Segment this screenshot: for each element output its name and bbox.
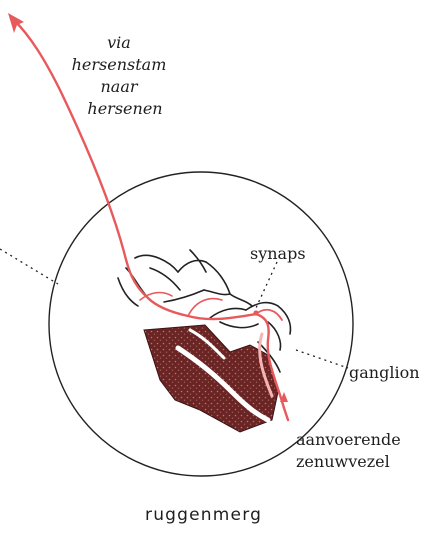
aanvoerende-label: aanvoerende zenuwvezel: [296, 429, 401, 473]
synaps-label: synaps: [250, 243, 306, 265]
aanvoerende-line-1: aanvoerende: [296, 429, 401, 451]
aanvoerende-line-2: zenuwvezel: [296, 451, 401, 473]
via-line-2: hersenstam: [64, 54, 174, 76]
ganglion-leader-line: [296, 350, 348, 368]
synapse-dot: [253, 310, 258, 315]
synaps-leader-line: [256, 262, 277, 308]
left-leader-line: [0, 249, 58, 284]
via-line-1: via: [64, 32, 174, 54]
via-label: via hersenstam naar hersenen: [64, 32, 174, 120]
caption-ruggenmerg: ruggenmerg: [145, 505, 262, 525]
via-line-4: hersenen: [64, 98, 174, 120]
via-line-3: naar: [64, 76, 174, 98]
ganglion-label: ganglion: [349, 362, 420, 384]
incoming-fibre-tail: [284, 408, 288, 420]
